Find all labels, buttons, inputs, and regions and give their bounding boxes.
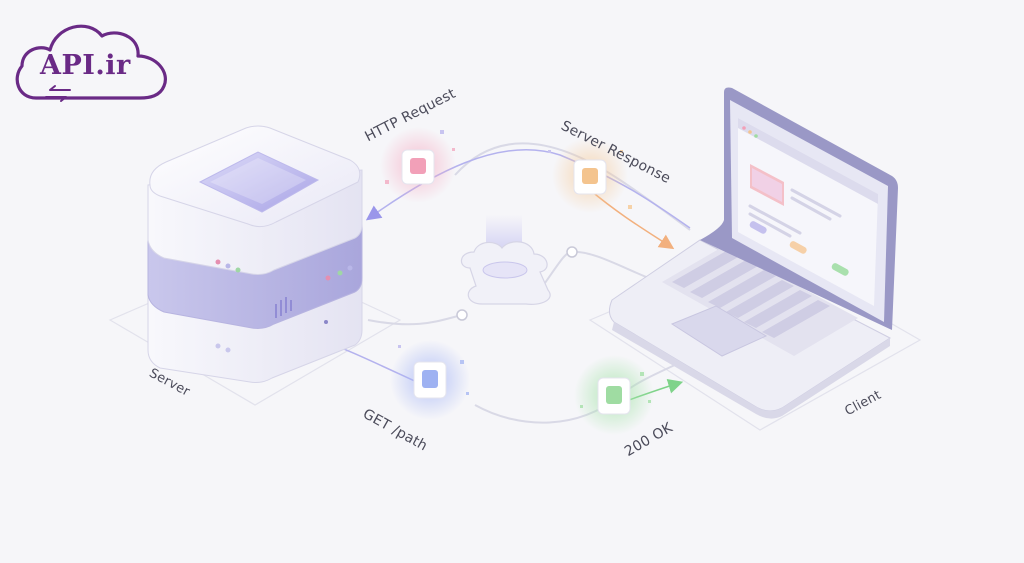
http-request-packet	[380, 127, 456, 203]
get-path-packet	[390, 340, 470, 420]
ok-packet	[574, 355, 654, 435]
server-icon	[147, 125, 363, 383]
server-response-packet	[552, 137, 628, 213]
sparkle-dots	[385, 130, 651, 408]
path-node	[566, 246, 578, 258]
api-logo-cloud-icon	[15, 24, 167, 102]
laptop-icon	[608, 87, 898, 419]
cloud-hub-icon	[460, 215, 551, 305]
logo-text: API.ir	[40, 50, 131, 81]
path-node	[456, 309, 468, 321]
